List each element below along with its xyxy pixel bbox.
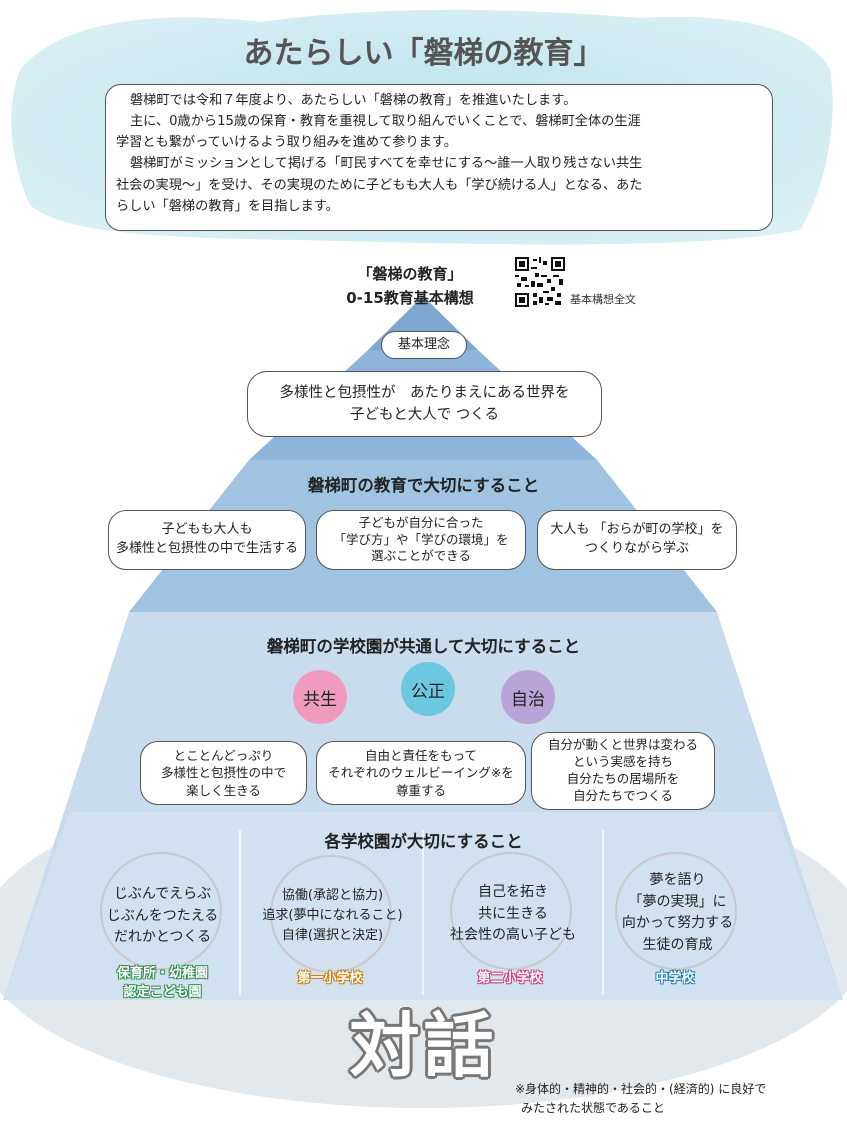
school-text-line: 夢を語り: [649, 872, 706, 888]
footnote-line: みたされた状態であること: [521, 1100, 665, 1115]
intro-line: 磐梯町では令和７年度より、あたらしい「磐梯の教育」を推進いたします。: [130, 93, 577, 108]
school-text-line: じぶんでえらぶ: [113, 886, 212, 902]
plan-title-line1: 「磐梯の教育」: [357, 265, 463, 283]
qr-code-icon[interactable]: [515, 257, 565, 307]
school-text-line: 協働(承認と協力): [281, 888, 384, 903]
town-item-line: 多様性と包摂性の中で生活する: [115, 541, 298, 556]
common-heading: 磐梯町の学校園が共通して大切にすること: [266, 637, 581, 656]
school-ring: [100, 852, 222, 970]
value-circle-kosei: 公正: [401, 662, 455, 716]
common-item-line: 自分たちでつくる: [573, 787, 673, 803]
principle-line: 子どもと大人で つくる: [349, 407, 500, 423]
school-text-line: 自己を拓き: [478, 884, 548, 900]
principle-box: 多様性と包摂性が あたりまえにある世界を 子どもと大人で つくる: [247, 371, 602, 437]
school-text-line: じぶんをつたえる: [106, 907, 219, 924]
common-item: 自由と責任をもって それぞれのウェルビーイング※を 尊重する: [316, 741, 526, 805]
common-item-line: 自由と責任をもって: [365, 747, 477, 763]
plan-title: 「磐梯の教育」 0-15教育基本構想: [320, 262, 500, 310]
school-text-line: 追求(夢中になれること): [262, 908, 403, 924]
dialogue-text: 対話: [349, 1005, 498, 1087]
school-text-nursery: じぶんでえらぶ じぶんをつたえる だれかとつくる: [90, 884, 235, 949]
principle-label: 基本理念: [381, 331, 467, 359]
school-label-line: 認定こども園: [123, 984, 202, 1000]
intro-line: らしい「磐梯の教育」を目指します。: [116, 198, 339, 214]
school-text-second-elementary: 自己を拓き 共に生きる 社会性の高い子ども: [438, 882, 588, 947]
common-item-line: 自分たちの居場所を: [566, 771, 680, 786]
school-text-line: 「夢の実現」に: [628, 893, 727, 910]
intro-line: 主に、0歳から15歳の保育・教育を重視して取り組んでいくことで、磐梯町全体の生涯: [130, 114, 641, 130]
schools-heading: 各学校園が大切にすること: [324, 832, 523, 851]
plan-title-line2: 0-15教育基本構想: [346, 289, 474, 307]
school-text-first-elementary: 協働(承認と協力) 追求(夢中になれること) 自律(選択と決定): [250, 886, 415, 946]
school-text-line: 共に生きる: [478, 905, 548, 922]
common-item-line: それぞれのウェルビーイング※を: [328, 765, 514, 781]
town-item: 子どもが自分に合った 「学び方」や「学びの環境」を 選ぶことができる: [316, 510, 526, 570]
principle-line: 多様性と包摂性が あたりまえにある世界を: [279, 384, 570, 401]
common-item: 自分が動くと世界は変わる という実感を持ち 自分たちの居場所を 自分たちでつくる: [531, 732, 715, 810]
school-text-line: 自律(選択と決定): [281, 928, 384, 944]
common-item: とことんどっぷり 多様性と包摂性の中で 楽しく生きる: [140, 741, 307, 805]
common-item-line: 多様性と包摂性の中で: [160, 765, 286, 781]
town-item-line: 子どもが自分に合った: [358, 514, 484, 530]
school-label-line: 第二小学校: [477, 971, 543, 986]
town-item: 子どもも大人も 多様性と包摂性の中で生活する: [108, 510, 306, 570]
value-circle-kyosei: 共生: [293, 670, 347, 724]
town-item-line: 子どもも大人も: [161, 522, 253, 538]
school-label-junior-high: 中学校: [605, 970, 745, 989]
school-text-junior-high: 夢を語り 「夢の実現」に 向かって努力する 生徒の育成: [605, 870, 750, 957]
town-item-line: つくりながら学ぶ: [584, 541, 689, 556]
common-item-line: 自分が動くと世界は変わる: [547, 737, 698, 753]
common-item-line: 尊重する: [395, 782, 446, 798]
school-text-line: 向かって努力する: [621, 915, 734, 932]
school-label-line: 第一小学校: [297, 971, 363, 986]
school-ring: [615, 852, 737, 970]
qr-caption: 基本構想全文: [570, 293, 636, 306]
school-text-line: 社会性の高い子ども: [450, 927, 576, 944]
intro-line: 学習とも繋がっていけるよう取り組みを進めて参ります。: [116, 135, 457, 151]
town-item-line: 大人も 「おらが町の学校」を: [550, 522, 724, 538]
town-item-line: 「学び方」や「学びの環境」を: [333, 531, 509, 547]
school-label-first-elementary: 第一小学校: [260, 970, 400, 989]
intro-line: 社会の実現～」を受け、その実現のために子どもも大人も「学び続ける人」となる、あた: [116, 177, 643, 193]
common-item-line: とことんどっぷり: [173, 747, 274, 763]
town-item: 大人も 「おらが町の学校」を つくりながら学ぶ: [537, 510, 737, 570]
page-title: あたらしい「磐梯の教育」: [243, 36, 604, 71]
intro-line: 磐梯町がミッションとして掲げる「町民すべてを幸せにする～誰一人取り残さない共生: [130, 156, 643, 172]
school-label-line: 中学校: [655, 971, 695, 986]
school-text-line: 生徒の育成: [642, 937, 713, 954]
footnote-line: ※身体的・精神的・社会的・(経済的) に良好で: [515, 1082, 767, 1096]
school-label-line: 保育所・幼稚園: [116, 966, 208, 981]
intro-box: 磐梯町では令和７年度より、あたらしい「磐梯の教育」を推進いたします。 主に、0歳…: [105, 84, 773, 231]
school-text-line: だれかとつくる: [113, 929, 212, 946]
footnote: ※身体的・精神的・社会的・(経済的) に良好で みたされた状態であること: [515, 1080, 766, 1117]
school-label-nursery: 保育所・幼稚園 認定こども園: [90, 965, 235, 1003]
school-ring: [270, 855, 392, 973]
school-ring: [450, 852, 572, 970]
common-item-line: という実感を持ち: [572, 754, 673, 770]
value-circle-jichi: 自治: [501, 670, 555, 724]
school-label-second-elementary: 第二小学校: [440, 970, 580, 989]
common-item-line: 楽しく生きる: [186, 782, 261, 798]
town-item-line: 選ぶことができる: [371, 548, 471, 564]
town-heading: 磐梯町の教育で大切にすること: [307, 476, 540, 495]
